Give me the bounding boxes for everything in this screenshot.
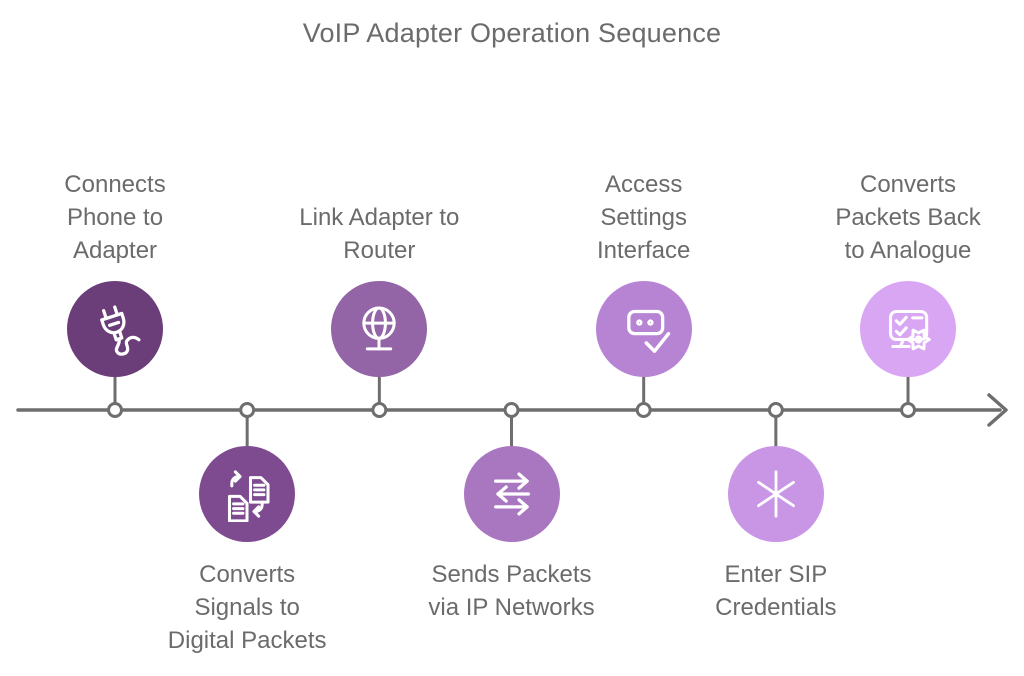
step-icon-circle (463, 446, 560, 542)
timeline-node (503, 402, 520, 418)
right-arrowhead-icon (987, 393, 1008, 427)
documents-convert-icon (228, 470, 270, 522)
step-label-line: Enter SIP (724, 561, 828, 588)
step-label: Link Adapter to Router (264, 201, 494, 267)
checklist-gear-icon (888, 309, 931, 351)
diagram-title: VoIP Adapter Operation Sequence (302, 18, 722, 48)
step-icon-circle (331, 281, 428, 377)
step-icon-circle (727, 446, 824, 542)
step-label-line: Adapter (72, 237, 158, 264)
step-icon-circle (199, 446, 296, 542)
transfer-arrows-icon (493, 472, 530, 516)
timeline-node (900, 402, 917, 418)
step-label-line: Packets Back (835, 204, 981, 231)
timeline-nodes (107, 402, 917, 418)
step-label-line: Router (343, 237, 416, 264)
step-icon-circle (595, 281, 692, 377)
step-label-line: Converts (859, 171, 957, 198)
step-label-line: Phone to (66, 204, 164, 231)
step-icon-circle (67, 281, 163, 377)
step-label-line: Credentials (715, 594, 837, 621)
step-label-line: Settings (600, 204, 688, 231)
step-icon-circle (860, 281, 957, 377)
step-label-line: Link Adapter to (299, 204, 460, 231)
step-label-line: to Analogue (844, 237, 972, 264)
step-label-line: Connects (64, 171, 166, 198)
step-label-line: Interface (596, 237, 691, 264)
step-label-line: Digital Packets (167, 627, 327, 654)
timeline-node (239, 402, 256, 418)
timeline-node (371, 402, 388, 418)
step-label: Sends Packets via IP Networks (397, 558, 627, 624)
step-label-line: Access (604, 171, 683, 198)
asterisk-icon (756, 470, 795, 518)
plug-icon (100, 305, 141, 356)
timeline-node (767, 402, 784, 418)
step-label-line: via IP Networks (428, 594, 595, 621)
timeline-node (635, 402, 652, 418)
timeline-node (107, 402, 123, 418)
step-label-line: Sends Packets (431, 561, 592, 588)
settings-panel-check-icon (626, 309, 670, 353)
step-label-line: Signals to (194, 594, 300, 621)
globe-stand-icon (362, 306, 397, 351)
step-label: Enter SIP Credentials (661, 558, 891, 624)
step-label-line: Converts (199, 561, 296, 588)
